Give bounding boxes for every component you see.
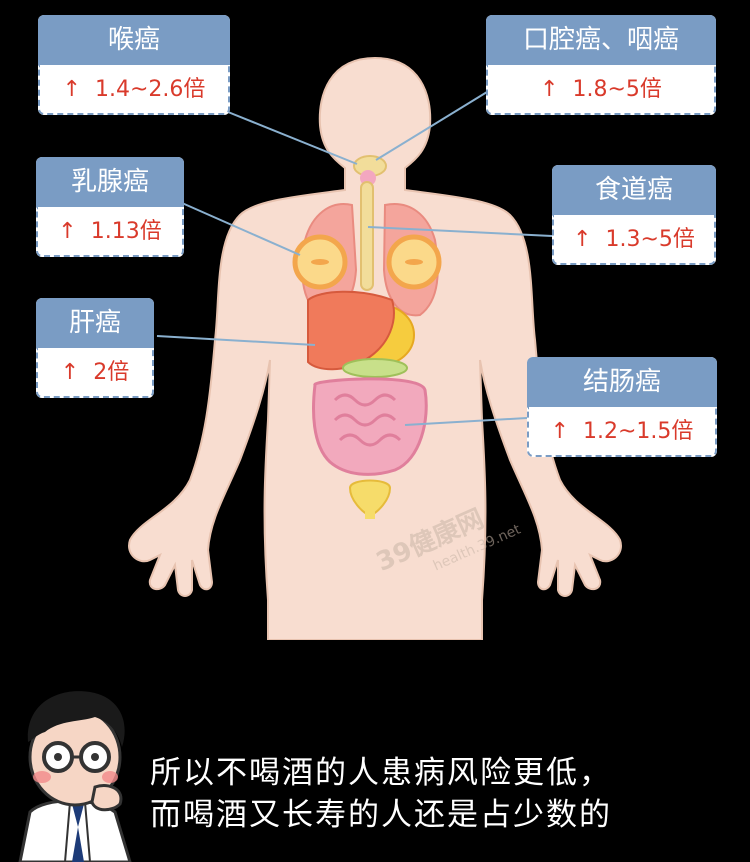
card-larynx-value: 1.4~2.6倍 <box>95 77 206 102</box>
liver-shape <box>307 290 395 371</box>
card-liver-value-row: ↑ 2倍 <box>36 348 154 398</box>
card-larynx: 喉癌 ↑ 1.4~2.6倍 <box>38 15 230 115</box>
card-mouth-value: 1.8~5倍 <box>572 77 662 102</box>
up-arrow-icon: ↑ <box>550 419 569 444</box>
up-arrow-icon: ↑ <box>62 77 81 102</box>
card-esophagus-value: 1.3~5倍 <box>605 227 695 252</box>
card-larynx-value-row: ↑ 1.4~2.6倍 <box>38 65 230 115</box>
up-arrow-icon: ↑ <box>60 360 80 385</box>
card-esophagus: 食道癌 ↑ 1.3~5倍 <box>552 165 716 265</box>
card-breast-value-row: ↑ 1.13倍 <box>36 207 184 257</box>
doctor-avatar <box>18 691 132 862</box>
caption: 所以不喝酒的人患病风险更低， 而喝酒又长寿的人还是占少数的 <box>150 752 612 836</box>
card-esophagus-title: 食道癌 <box>552 165 716 215</box>
caption-line-2: 而喝酒又长寿的人还是占少数的 <box>150 797 612 833</box>
card-colon-value-row: ↑ 1.2~1.5倍 <box>527 407 717 457</box>
up-arrow-icon: ↑ <box>540 77 559 102</box>
intestine-shape <box>312 377 428 476</box>
card-liver-value: 2倍 <box>93 360 130 385</box>
card-liver-title: 肝癌 <box>36 298 154 348</box>
card-colon-value: 1.2~1.5倍 <box>583 419 694 444</box>
up-arrow-icon: ↑ <box>58 219 77 244</box>
card-breast: 乳腺癌 ↑ 1.13倍 <box>36 157 184 257</box>
card-mouth-value-row: ↑ 1.8~5倍 <box>486 65 716 115</box>
card-mouth-title: 口腔癌、咽癌 <box>486 15 716 65</box>
caption-line-1: 所以不喝酒的人患病风险更低， <box>150 755 612 791</box>
card-mouth: 口腔癌、咽癌 ↑ 1.8~5倍 <box>486 15 716 115</box>
card-liver: 肝癌 ↑ 2倍 <box>36 298 154 398</box>
body-illustration <box>128 56 622 640</box>
card-breast-value: 1.13倍 <box>90 219 162 244</box>
esophagus-shape <box>360 181 374 291</box>
card-larynx-title: 喉癌 <box>38 15 230 65</box>
card-colon-title: 结肠癌 <box>527 357 717 407</box>
card-breast-title: 乳腺癌 <box>36 157 184 207</box>
card-colon: 结肠癌 ↑ 1.2~1.5倍 <box>527 357 717 457</box>
bladder-shape <box>348 479 392 518</box>
pancreas-shape <box>342 358 408 378</box>
card-esophagus-value-row: ↑ 1.3~5倍 <box>552 215 716 265</box>
up-arrow-icon: ↑ <box>573 227 592 252</box>
